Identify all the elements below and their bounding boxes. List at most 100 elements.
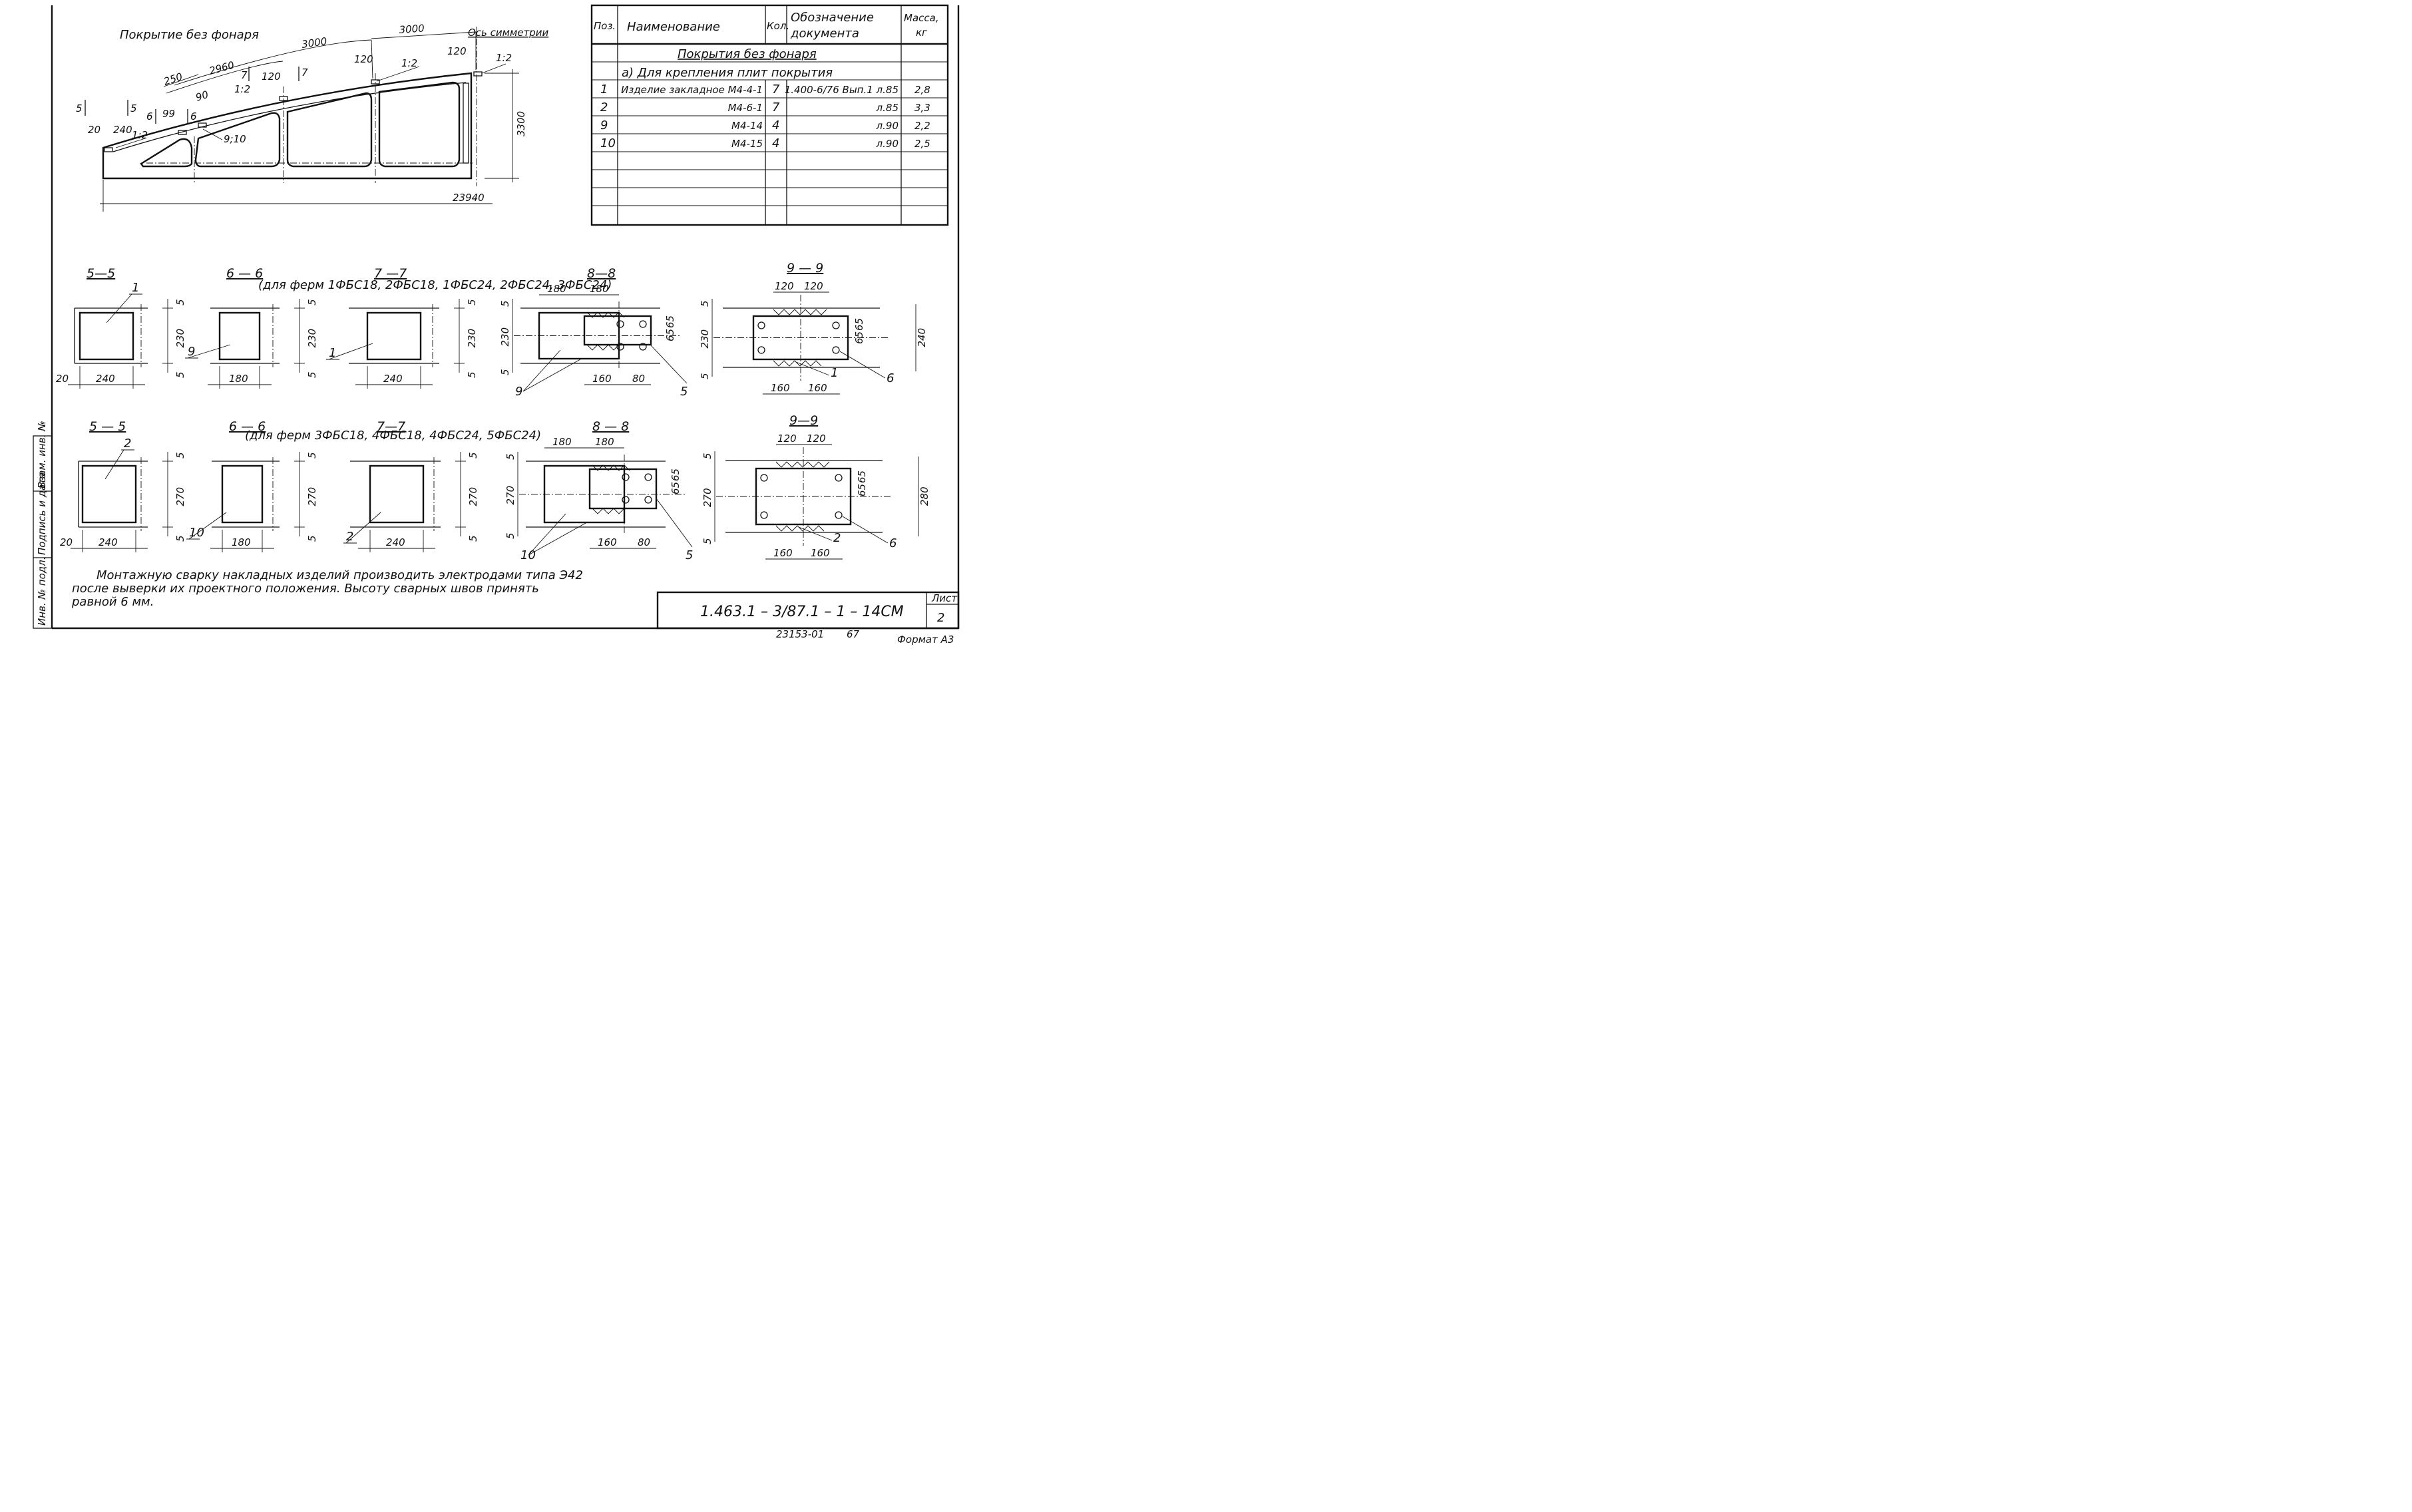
dim-gauge-2: 65: [853, 318, 865, 331]
spec-row-qty: 4: [772, 136, 779, 150]
dim-90: 90: [194, 89, 210, 104]
th-doc-2: документа: [790, 27, 859, 41]
truss-outline: [102, 72, 473, 180]
position-callout: 10: [189, 526, 204, 540]
dim-top-thickness: 5: [306, 452, 318, 459]
row1-note: (для ферм 1ФБС18, 2ФБС18, 1ФБС24, 2ФБС24…: [258, 278, 612, 292]
cut-7-right: 7: [302, 67, 308, 79]
bolt-hole: [835, 511, 843, 519]
bolt-hole: [639, 343, 647, 351]
spec-row-name: М4-6-1: [728, 102, 763, 114]
slope-b: 1:2: [401, 57, 417, 69]
dim-width-right: 120: [807, 433, 826, 445]
dim-23940: 23940: [453, 192, 485, 204]
spec-row-qty: 4: [772, 118, 779, 132]
section-title: 8—8: [587, 266, 616, 281]
dim-120-c: 120: [447, 45, 467, 57]
stamp-sign-date: Подпись и дата: [36, 472, 48, 555]
th-doc-1: Обозначение: [791, 11, 874, 25]
position-callout: 2: [346, 530, 353, 544]
dim-bolt-left: 160: [773, 547, 793, 559]
cut-6-left: 6: [146, 110, 153, 122]
dim-top-thickness: 5: [499, 300, 511, 307]
bolt-hole: [616, 320, 624, 328]
note-line-2: после выверки их проектного положения. В…: [72, 582, 539, 596]
truss-opening: [378, 81, 461, 168]
position-callout-a: 2: [833, 531, 841, 545]
dim-120-a: 120: [262, 71, 281, 83]
dim-gauge-2: 65: [670, 469, 682, 481]
dim-bolt-offset: 160: [592, 373, 612, 385]
bolt-hole: [760, 511, 768, 519]
dim-height: 270: [306, 487, 318, 506]
stamp-replace-inv: Взам. инв. №: [36, 421, 48, 488]
position-callout: 9: [188, 345, 195, 359]
general-note: Монтажную сварку накладных изделий произ…: [71, 568, 583, 609]
dim-width-left: 180: [552, 436, 572, 448]
section-title: 9—9: [789, 413, 818, 428]
dim-bolt-spacing: 80: [638, 536, 650, 548]
spec-row-mass: 2,8: [914, 84, 930, 96]
drawing-sheet: Инв. № подл. Подпись и дата Взам. инв. №…: [33, 4, 960, 646]
cut-6-right: 6: [190, 110, 197, 122]
spec-row-name: Изделие закладное М4-4-1: [621, 84, 763, 96]
dim-bottom-thickness: 5: [702, 538, 713, 544]
spec-row-mass: 2,2: [914, 120, 930, 132]
th-mass-2: кг: [916, 27, 927, 39]
spec-row-mass: 2,5: [914, 138, 930, 150]
section-title: 7 —7: [374, 266, 407, 281]
dim-height: 270: [174, 487, 186, 506]
dim-bottom-thickness: 5: [467, 535, 479, 542]
spec-row-name: М4-15: [731, 138, 763, 150]
dim-height: 230: [699, 329, 711, 349]
spec-row-pos: 1: [600, 83, 608, 96]
sheet-number: 2: [937, 611, 944, 625]
spec-row-pos: 10: [600, 136, 616, 150]
dim-height: 230: [466, 329, 478, 348]
dim-99: 99: [162, 108, 175, 120]
cut-7-left: 7: [241, 69, 248, 81]
bolt-hole: [760, 474, 768, 482]
dim-height: 230: [306, 329, 318, 348]
th-mass-1: Масса,: [904, 12, 939, 24]
spec-row-qty: 7: [772, 83, 780, 96]
dim-width: 180: [229, 373, 248, 385]
position-callout-a: 10: [520, 548, 536, 562]
section-title: 6 — 6: [229, 419, 266, 434]
position-callout: 1: [329, 346, 336, 360]
dim-120-b: 120: [354, 53, 373, 65]
th-pos: Поз.: [594, 20, 616, 32]
dim-bottom-thickness: 5: [306, 371, 318, 378]
dim-gauge-2: 65: [664, 315, 676, 328]
bolt-hole: [757, 346, 765, 354]
dim-height: 230: [499, 327, 511, 347]
dim-top-thickness: 5: [504, 453, 516, 460]
dim-gauge-1: 65: [670, 482, 682, 494]
spec-row-pos: 2: [600, 100, 608, 114]
position-callout-b: 5: [686, 548, 693, 562]
dim-20: 20: [88, 124, 100, 136]
bolt-hole: [832, 346, 840, 354]
dim-bolt-right: 160: [811, 547, 830, 559]
slope-d: 1:2: [132, 129, 148, 141]
dim-height: 270: [467, 487, 479, 506]
bolt-hole: [622, 473, 630, 481]
dim-top-thickness: 5: [174, 452, 186, 459]
dim-top-thickness: 5: [306, 299, 318, 305]
spec-row: 10 М4-15 4 л.90 2,5: [600, 136, 930, 150]
dim-gauge-1: 65: [853, 331, 865, 344]
section-title: 8 — 8: [592, 419, 629, 434]
margin-stamp: Инв. № подл. Подпись и дата Взам. инв. №: [33, 421, 53, 629]
bolt-hole: [644, 496, 652, 504]
spec-row-doc: л.90: [876, 138, 899, 150]
dim-width-right: 120: [804, 280, 823, 292]
section-title: 9 — 9: [787, 261, 823, 276]
dim-bottom-thickness: 5: [174, 535, 186, 542]
dim-bottom-thickness: 5: [174, 371, 186, 378]
dim-bolt-right: 160: [808, 382, 827, 394]
